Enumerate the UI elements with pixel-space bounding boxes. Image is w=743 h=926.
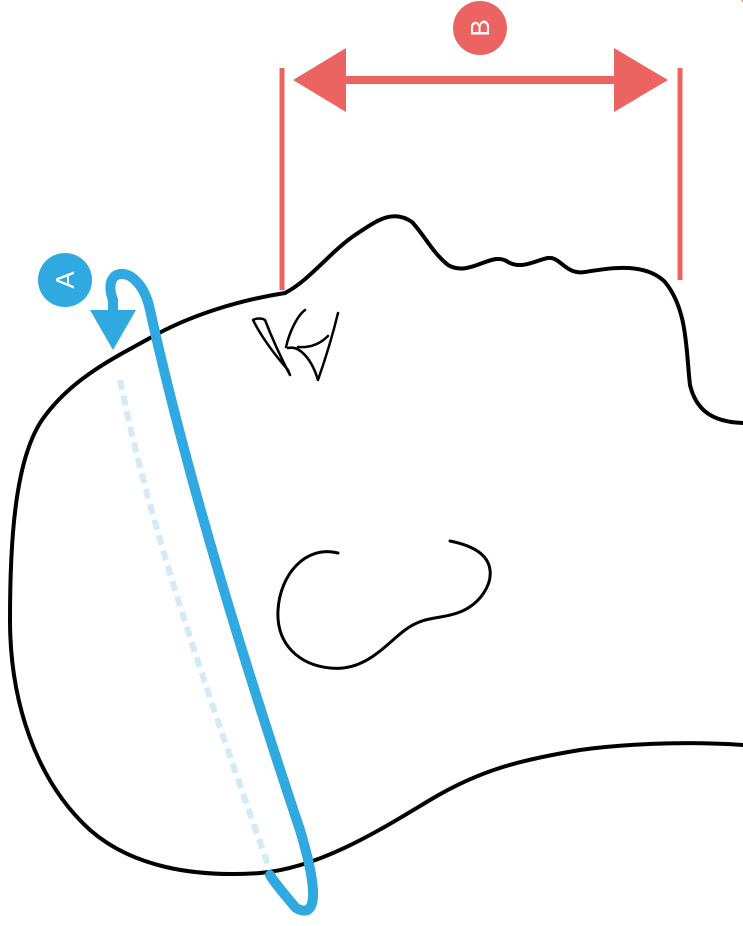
badge-a-circle xyxy=(38,253,92,307)
badge-a-label: A xyxy=(50,271,80,289)
ear-icon xyxy=(276,539,492,670)
badge-b: B xyxy=(453,1,507,55)
badge-b-circle xyxy=(453,1,507,55)
eye-icon xyxy=(251,308,340,382)
circumference-loop xyxy=(105,268,319,916)
double-arrow-icon xyxy=(293,48,668,112)
badge-a: A xyxy=(38,253,92,307)
badge-b-label: B xyxy=(465,19,495,36)
head-outline xyxy=(283,214,743,425)
curved-arrow-icon xyxy=(90,310,136,350)
skull-outline xyxy=(8,291,743,877)
circumference-loop-back xyxy=(117,379,271,866)
